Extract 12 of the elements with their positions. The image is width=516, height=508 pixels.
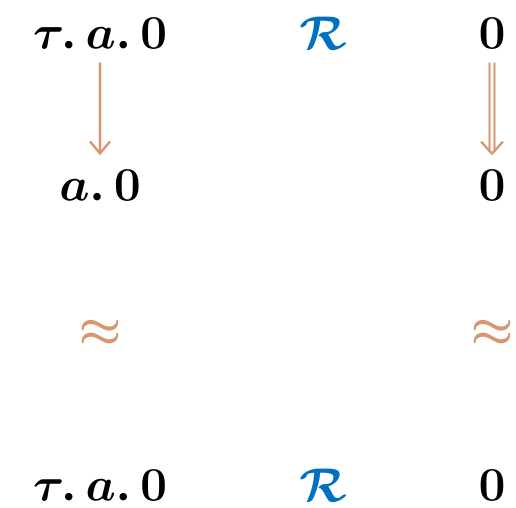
- process-term: $0$: [480, 17, 504, 49]
- relation-symbol: $\mathcal{R}$: [300, 468, 346, 502]
- process-term: $\tau.\,a.\,0$: [34, 17, 165, 49]
- process-term: $0$: [480, 169, 504, 201]
- process-term: $0$: [480, 469, 504, 501]
- arrow: [89, 62, 111, 156]
- process-term: $\tau.\,a.\,0$: [34, 469, 165, 501]
- process-term: $a.\,0$: [61, 169, 139, 201]
- approx-symbol: $\approx$: [82, 320, 118, 344]
- relation-symbol: $\mathcal{R}$: [300, 16, 346, 50]
- approx-symbol: $\approx$: [474, 320, 510, 344]
- arrow: [480, 62, 504, 156]
